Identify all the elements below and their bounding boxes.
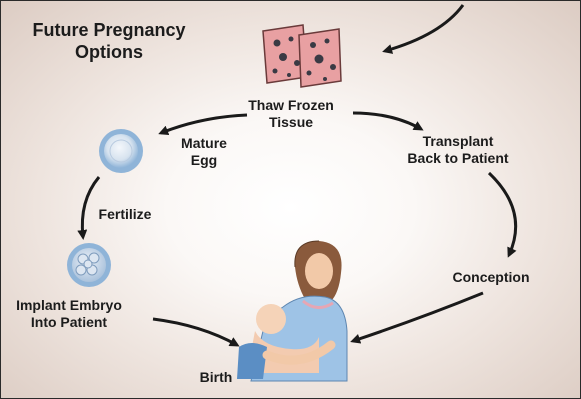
step-implant-embryo: Implant Embryo Into Patient	[4, 297, 134, 331]
step-transplant: Transplant Back to Patient	[396, 133, 520, 167]
step-conception: Conception	[441, 269, 541, 286]
step-mature-egg: Mature Egg	[169, 135, 239, 169]
incoming-arrow	[385, 5, 463, 51]
arrow-thaw-to-transplant	[353, 113, 421, 129]
tissue-samples-icon	[263, 25, 341, 87]
arrow-implant-to-birth	[153, 319, 237, 345]
diagram-title: Future Pregnancy Options	[19, 19, 199, 63]
arrow-transplant-to-conception	[489, 173, 516, 255]
step-birth: Birth	[191, 369, 241, 386]
embryo-icon	[67, 243, 111, 287]
egg-cell-icon	[99, 129, 143, 173]
arrow-thaw-to-egg	[161, 115, 247, 133]
mother-and-baby-illustration	[237, 241, 347, 381]
step-thaw-frozen-tissue: Thaw Frozen Tissue	[239, 97, 343, 131]
arrow-conception-to-birth	[353, 293, 483, 341]
step-fertilize: Fertilize	[85, 206, 165, 223]
